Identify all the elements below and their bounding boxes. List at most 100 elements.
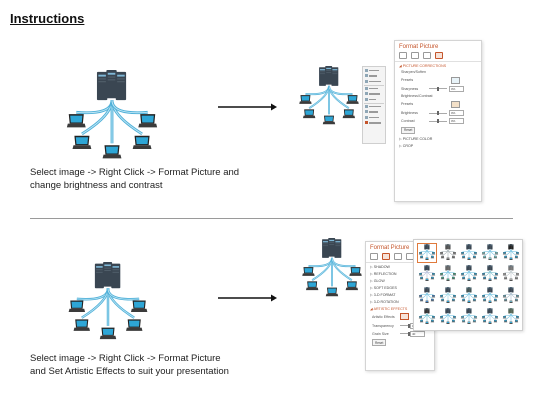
artistic-effect-thumbnail[interactable] — [439, 307, 457, 326]
layout-icon[interactable] — [394, 253, 402, 260]
section-crop[interactable]: ▷ CROP — [399, 143, 414, 148]
picture-icon[interactable] — [435, 52, 443, 59]
presets-row: Presets — [395, 75, 481, 84]
sharpness-slider[interactable] — [429, 86, 447, 91]
effect-preview-image — [439, 265, 457, 282]
reset-row: Reset — [366, 338, 434, 347]
menu-item[interactable] — [365, 74, 383, 79]
menu-item[interactable] — [365, 86, 383, 91]
menu-item[interactable] — [365, 104, 383, 109]
section-shadow[interactable]: ▷ SHADOW — [370, 264, 390, 269]
artistic-effect-thumbnail[interactable] — [502, 265, 520, 283]
section-3d-format[interactable]: ▷ 3-D FORMAT — [370, 292, 396, 297]
pentagon-icon[interactable] — [382, 253, 390, 260]
brightness-input[interactable]: 0% — [449, 110, 464, 117]
menu-item[interactable] — [365, 97, 383, 102]
section-label: SHADOW — [373, 264, 390, 269]
effect-preview-image — [418, 286, 436, 303]
brightness-slider[interactable] — [429, 111, 447, 116]
section-picture-color[interactable]: ▷ PICTURE COLOR — [399, 136, 433, 141]
artistic-effect-thumbnail[interactable] — [481, 244, 499, 262]
pentagon-icon[interactable] — [411, 52, 419, 59]
artistic-effect-thumbnail[interactable] — [502, 307, 520, 326]
menu-item[interactable] — [365, 68, 383, 73]
contrast-input[interactable]: 0% — [449, 118, 464, 125]
artistic-effect-thumbnail[interactable] — [481, 307, 499, 326]
section-reflection[interactable]: ▷ REFLECTION — [370, 271, 397, 276]
menu-item[interactable] — [365, 79, 383, 84]
artistic-effect-thumbnail[interactable] — [439, 265, 457, 283]
section-artistic-effects[interactable]: ◢ ARTISTIC EFFECTS — [370, 306, 408, 311]
section-label: 3-D ROTATION — [373, 299, 399, 304]
sharpness-row: Sharpness 0% — [395, 85, 481, 93]
contrast-slider[interactable] — [429, 119, 447, 124]
section-label: REFLECTION — [373, 271, 397, 276]
presets-dropdown[interactable] — [451, 76, 460, 84]
server-network-thumbnail-step1[interactable] — [298, 66, 360, 128]
paint-bucket-icon[interactable] — [399, 52, 407, 59]
artistic-effect-thumbnail[interactable] — [481, 265, 499, 283]
artistic-effects-dropdown[interactable] — [400, 313, 409, 321]
artistic-effect-thumbnail[interactable] — [439, 286, 457, 305]
sharpness-label: Sharpness — [401, 86, 419, 91]
section-label: SOFT EDGES — [373, 285, 397, 290]
effect-preview-image — [481, 244, 499, 260]
menu-item[interactable] — [365, 92, 383, 97]
section-3d-rotation[interactable]: ▷ 3-D ROTATION — [370, 299, 399, 304]
section-label: CROP — [402, 143, 414, 148]
step1-caption: Select image -> Right Click -> Format Pi… — [30, 167, 240, 191]
effect-preview-image — [418, 265, 436, 282]
menu-divider — [364, 102, 384, 103]
section-soft-edges[interactable]: ▷ SOFT EDGES — [370, 285, 397, 290]
artistic-effect-thumbnail[interactable] — [460, 265, 478, 283]
contrast-label: Contrast — [401, 119, 415, 124]
reset-button[interactable]: Reset — [372, 339, 387, 347]
effect-preview-image — [418, 244, 436, 260]
grain-size-input[interactable]: 40 — [410, 330, 425, 337]
server-network-image-step1[interactable] — [62, 70, 162, 164]
artistic-effect-thumbnail[interactable] — [481, 286, 499, 305]
layout-icon[interactable] — [423, 52, 431, 59]
section-picture-corrections[interactable]: ◢ PICTURE CORRECTIONS — [399, 63, 447, 68]
presets-dropdown[interactable] — [451, 100, 460, 108]
artistic-effect-thumbnail[interactable] — [460, 244, 478, 262]
effect-preview-image — [481, 307, 499, 324]
step2-caption: Select image -> Right Click -> Format Pi… — [30, 353, 229, 377]
grain-size-slider[interactable] — [400, 331, 410, 336]
sharpness-input[interactable]: 0% — [449, 85, 464, 92]
artistic-effect-thumbnail[interactable] — [502, 286, 520, 305]
menu-item-format-picture[interactable] — [365, 121, 383, 126]
server-network-image-step2[interactable] — [58, 262, 158, 344]
artistic-effect-thumbnail[interactable] — [439, 244, 457, 262]
menu-item[interactable] — [365, 115, 383, 120]
contrast-row: Contrast 0% — [395, 117, 481, 125]
artistic-effect-thumbnail[interactable] — [418, 286, 436, 305]
artistic-effect-thumbnail[interactable] — [502, 244, 520, 262]
effect-preview-image — [460, 244, 478, 260]
artistic-effects-label: Artistic Effects — [372, 314, 395, 319]
menu-item[interactable] — [365, 110, 383, 115]
paint-bucket-icon[interactable] — [370, 253, 378, 260]
page-title: Instructions — [10, 11, 85, 26]
subheading-label: Sharpen/Soften — [401, 70, 426, 75]
panel-tabs — [395, 51, 481, 62]
artistic-effect-thumbnail[interactable] — [460, 286, 478, 305]
artistic-effect-thumbnail[interactable] — [418, 307, 436, 326]
reset-button[interactable]: Reset — [401, 126, 416, 134]
artistic-effect-thumbnail[interactable] — [418, 265, 436, 283]
subheading-label: Brightness/Contrast — [401, 94, 433, 99]
artistic-effect-thumbnail[interactable] — [417, 242, 437, 264]
effect-preview-image — [439, 286, 457, 303]
right-arrow-icon — [218, 103, 277, 111]
format-picture-panel[interactable]: Format Picture ◢ PICTURE CORRECTIONS Sha… — [394, 40, 482, 202]
effect-preview-image — [481, 286, 499, 303]
context-menu[interactable] — [362, 66, 386, 144]
transparency-slider[interactable] — [400, 323, 410, 328]
artistic-effect-thumbnail[interactable] — [460, 307, 478, 326]
server-network-thumbnail-step2[interactable] — [300, 238, 364, 300]
effect-preview-image — [418, 307, 436, 324]
section-glow[interactable]: ▷ GLOW — [370, 278, 385, 283]
artistic-effects-gallery[interactable] — [413, 239, 523, 331]
